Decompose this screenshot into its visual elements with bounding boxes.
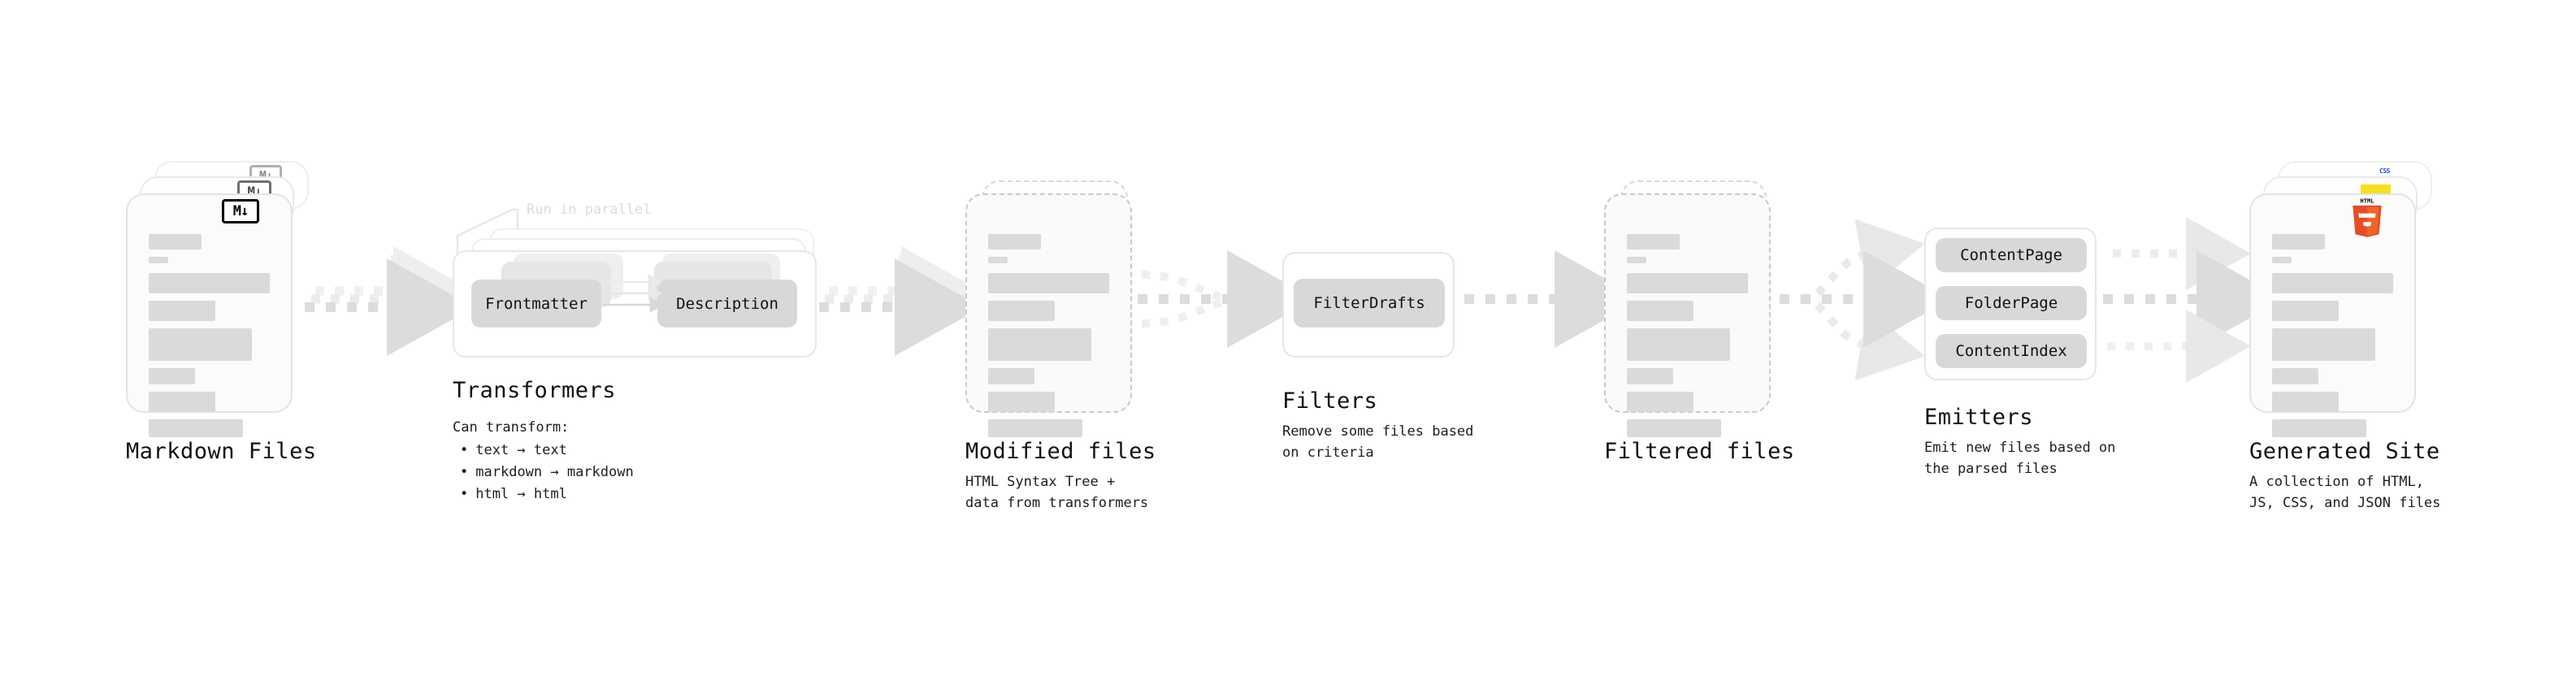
stage-title-markdown-files: Markdown Files [126, 439, 317, 464]
filter-chip-filterdrafts[interactable]: FilterDrafts [1294, 279, 1445, 327]
modified-files-stack [965, 180, 1152, 437]
transformers-bullet-2: html → html [460, 484, 634, 505]
filtered-placeholder-lines [1627, 234, 1748, 445]
stage-title-filters: Filters [1282, 388, 1378, 414]
emitter-chip-contentpage[interactable]: ContentPage [1936, 238, 2087, 272]
transformer-chip-frontmatter[interactable]: Frontmatter [471, 280, 601, 327]
generated-card-front [2249, 193, 2416, 437]
transformers-bullet-0: text → text [460, 440, 634, 462]
transformers-bullet-list: text → text markdown → markdown html → h… [460, 440, 634, 506]
transformers-group: Frontmatter Description [453, 228, 830, 358]
stage-title-transformers: Transformers [453, 378, 617, 403]
stage-subtitle-generated-site: A collection of HTML, JS, CSS, and JSON … [2249, 474, 2441, 512]
emitter-chip-contentindex[interactable]: ContentIndex [1936, 334, 2087, 368]
stage-title-modified-files: Modified files [965, 439, 1156, 464]
stage-subtitle-modified-files: HTML Syntax Tree + data from transformer… [965, 474, 1149, 512]
arrow-filtered-to-emitters [1780, 219, 1951, 381]
markdown-placeholder-lines [149, 234, 270, 445]
transformer-inner-arrows [603, 274, 664, 313]
run-in-parallel-label: Run in parallel [527, 202, 652, 218]
svg-text:HTML: HTML [2360, 197, 2374, 204]
arrow-transformers-to-modified [819, 246, 982, 356]
generated-site-stack: CSS HTML [2249, 161, 2452, 437]
modified-card-front [965, 193, 1132, 437]
markdown-card-front [126, 193, 293, 437]
emitter-chip-folderpage[interactable]: FolderPage [1936, 286, 2087, 320]
emitters-group: ContentPage FolderPage ContentIndex [1924, 228, 2111, 382]
stage-subtitle-filters: Remove some files based on criteria [1282, 423, 1474, 462]
transformers-sub-head: Can transform: [453, 419, 570, 436]
arrow-modified-to-filters [1138, 250, 1315, 348]
filtered-card-front [1604, 193, 1771, 437]
stage-subtitle-emitters: Emit new files based on the parsed files [1924, 440, 2116, 478]
transformers-bullet-1: markdown → markdown [460, 462, 633, 484]
stage-title-emitters: Emitters [1924, 405, 2034, 430]
arrow-emitters-to-site [2103, 217, 2284, 383]
markdown-files-stack: M↓ M↓ M↓ [126, 161, 329, 437]
stage-title-generated-site: Generated Site [2249, 439, 2440, 464]
filtered-files-stack [1604, 180, 1791, 437]
html5-icon: HTML [2353, 197, 2382, 237]
markdown-icon: M↓ [222, 199, 259, 223]
modified-placeholder-lines [988, 234, 1109, 445]
stage-title-filtered-files: Filtered files [1604, 439, 1795, 464]
transformer-chip-description[interactable]: Description [657, 280, 797, 327]
generated-placeholder-lines [2272, 234, 2393, 445]
filters-group: FilterDrafts [1282, 252, 1461, 358]
